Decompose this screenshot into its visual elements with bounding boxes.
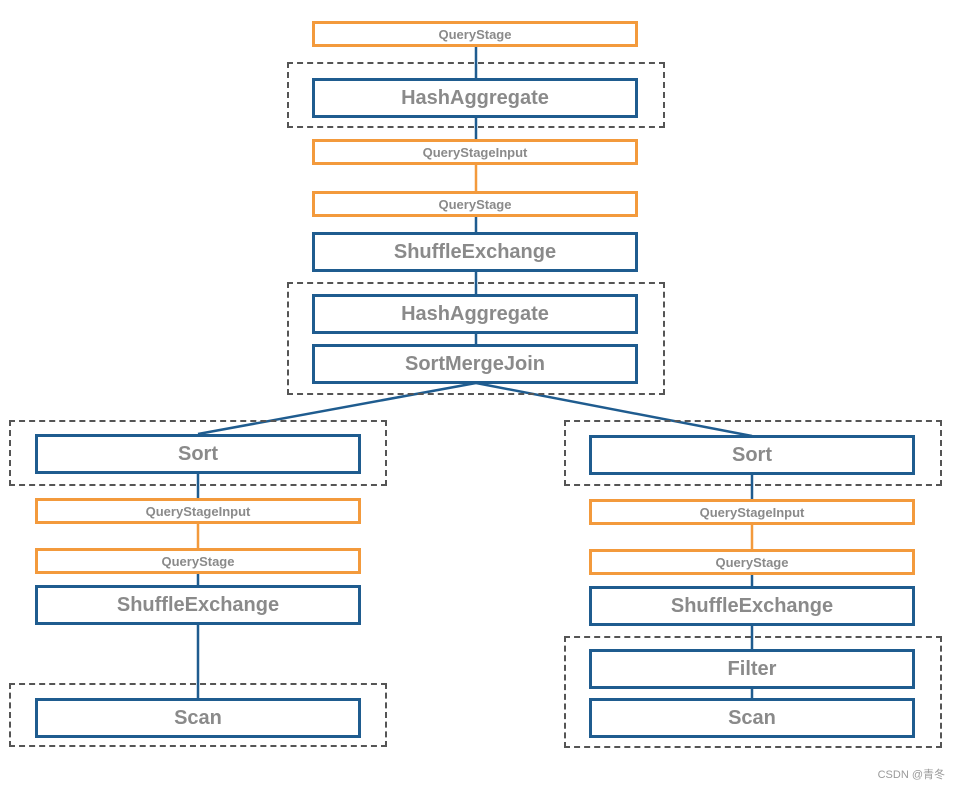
shuffle-exchange-node-right: ShuffleExchange [589, 586, 915, 626]
stage-group-right-sort [564, 420, 942, 486]
sort-node-left: Sort [35, 434, 361, 474]
query-stage-input-node: QueryStageInput [312, 139, 638, 165]
query-stage-node: QueryStage [312, 21, 638, 47]
stage-group-top [287, 62, 665, 128]
filter-node-right: Filter [589, 649, 915, 689]
shuffle-exchange-node: ShuffleExchange [312, 232, 638, 272]
stage-group-left-scan [9, 683, 387, 747]
sort-node-right: Sort [589, 435, 915, 475]
edge-smj-to-left-sort [197, 381, 477, 436]
hash-aggregate-node: HashAggregate [312, 294, 638, 334]
stage-group-mid [287, 282, 665, 395]
stage-group-left-sort [9, 420, 387, 486]
query-stage-node-right: QueryStage [589, 549, 915, 575]
sort-merge-join-node: SortMergeJoin [312, 344, 638, 384]
query-stage-node-left: QueryStage [35, 548, 361, 574]
edge-smj-to-right-sort [475, 381, 753, 438]
query-stage-input-node-right: QueryStageInput [589, 499, 915, 525]
stage-group-right-filter-scan [564, 636, 942, 748]
scan-node-right: Scan [589, 698, 915, 738]
query-stage-node: QueryStage [312, 191, 638, 217]
hash-aggregate-node: HashAggregate [312, 78, 638, 118]
query-stage-input-node-left: QueryStageInput [35, 498, 361, 524]
watermark: CSDN @青冬 [877, 769, 945, 781]
shuffle-exchange-node-left: ShuffleExchange [35, 585, 361, 625]
scan-node-left: Scan [35, 698, 361, 738]
